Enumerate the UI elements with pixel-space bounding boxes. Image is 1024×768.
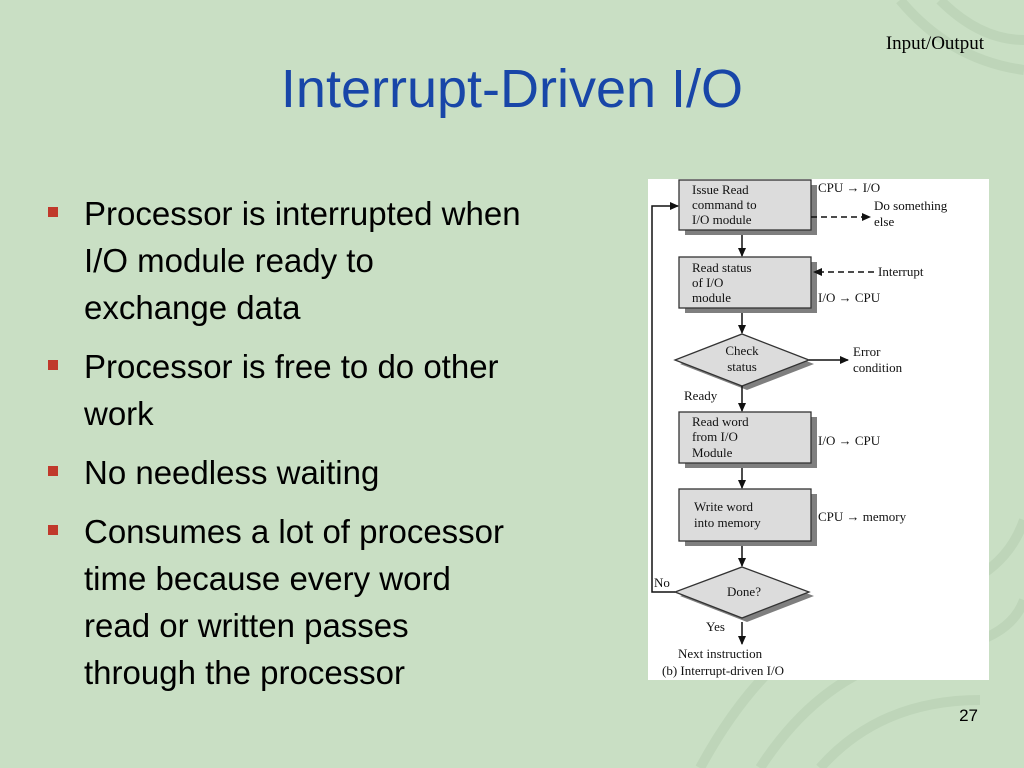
- node-text: Check: [725, 343, 759, 358]
- slide-title: Interrupt-Driven I/O: [280, 59, 744, 119]
- side-label-cpu-to-io: CPU → I/O: [818, 180, 880, 195]
- bullet-line: work: [84, 395, 154, 432]
- side-label-do-something: else: [874, 214, 894, 229]
- bullet-line: through the processor: [84, 654, 406, 691]
- node-text: Read word: [692, 414, 749, 429]
- section-label: Input/Output: [885, 33, 984, 54]
- side-label-io-to-cpu: I/O → CPU: [818, 433, 881, 448]
- node-text: into memory: [694, 515, 761, 530]
- bullet-list: Processor is interrupted when I/O module…: [46, 190, 616, 708]
- bullet-line: Consumes a lot of processor: [84, 513, 505, 550]
- bullet-line: exchange data: [84, 289, 301, 326]
- node-text: module: [692, 290, 731, 305]
- edge-label-ready: Ready: [684, 388, 718, 403]
- bullet-square-icon: [48, 360, 58, 370]
- node-text: from I/O: [692, 429, 738, 444]
- read-word-box: [678, 411, 812, 464]
- bullet-square-icon: [48, 525, 58, 535]
- side-label-error: Error: [853, 344, 881, 359]
- done-diamond: [673, 566, 811, 619]
- side-label-do-something: Do something: [874, 198, 948, 213]
- edge-label-no: No: [654, 575, 670, 590]
- side-label-io-to-cpu: I/O → CPU: [818, 290, 881, 305]
- bullet-item: Consumes a lot of processor time because…: [46, 508, 616, 696]
- bullet-line: I/O module ready to: [84, 242, 374, 279]
- node-text: command to: [692, 197, 757, 212]
- bullet-line: time because every word: [84, 560, 451, 597]
- node-text: Done?: [727, 584, 761, 599]
- bullet-item: Processor is interrupted when I/O module…: [46, 190, 616, 331]
- node-text: Write word: [694, 499, 754, 514]
- bullet-square-icon: [48, 466, 58, 476]
- side-label-interrupt: Interrupt: [878, 264, 924, 279]
- bullet-line: Processor is free to do other: [84, 348, 499, 385]
- side-label-cpu-to-memory: CPU → memory: [818, 509, 907, 524]
- next-instruction-label: Next instruction: [678, 646, 763, 661]
- loop-back-arrow: [651, 202, 679, 593]
- bullet-item: No needless waiting: [46, 449, 616, 496]
- side-label-error: condition: [853, 360, 903, 375]
- write-word-box: [678, 488, 812, 542]
- node-text: status: [727, 359, 757, 374]
- page-number: 27: [959, 706, 978, 725]
- read-status-box: [678, 256, 812, 309]
- node-text: Module: [692, 445, 733, 460]
- node-text: Issue Read: [692, 182, 749, 197]
- flowchart-svg: Issue Read command to I/O module Read st…: [651, 179, 948, 678]
- bullet-square-icon: [48, 207, 58, 217]
- diagram-caption: (b) Interrupt-driven I/O: [662, 663, 784, 678]
- issue-read-box: [678, 179, 812, 231]
- bullet-item: Processor is free to do other work: [46, 343, 616, 437]
- node-text: I/O module: [692, 212, 752, 227]
- bullet-line: No needless waiting: [84, 454, 380, 491]
- bullet-line: Processor is interrupted when: [84, 195, 521, 232]
- node-text: Read status: [692, 260, 752, 275]
- node-text: of I/O: [692, 275, 723, 290]
- flowchart-diagram: Issue Read command to I/O module Read st…: [648, 179, 989, 680]
- bullet-line: read or written passes: [84, 607, 409, 644]
- edge-label-yes: Yes: [706, 619, 725, 634]
